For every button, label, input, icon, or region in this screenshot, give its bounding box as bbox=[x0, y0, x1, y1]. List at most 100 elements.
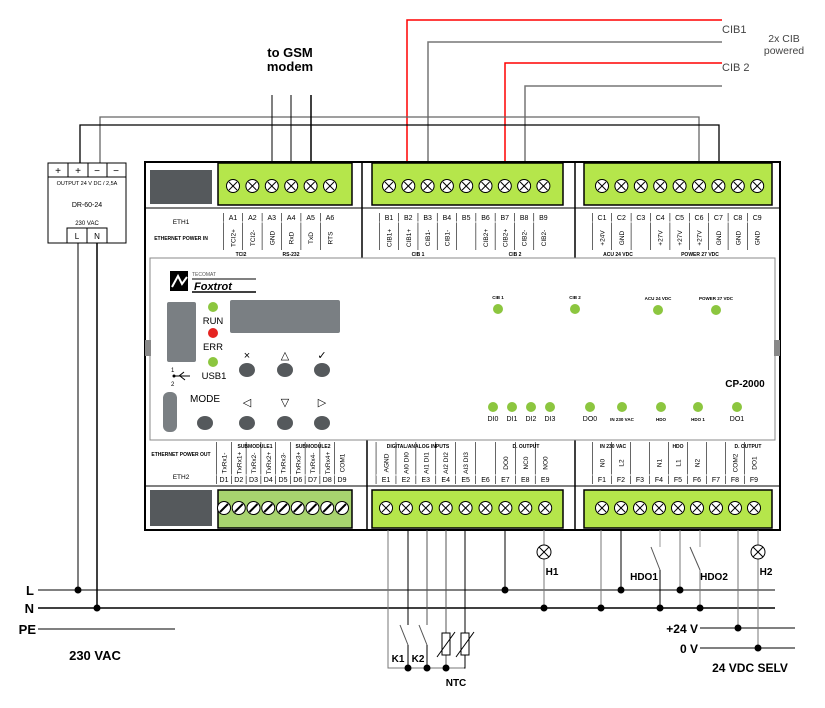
terminal-screw[interactable] bbox=[305, 501, 320, 515]
terminal-screw[interactable] bbox=[538, 501, 553, 515]
terminal-screw[interactable] bbox=[711, 179, 726, 193]
terminal-screw[interactable] bbox=[614, 501, 628, 515]
terminal-screw[interactable] bbox=[335, 501, 349, 515]
status-led bbox=[526, 402, 536, 412]
terminal-screw[interactable] bbox=[418, 501, 433, 515]
pin-function: +27V bbox=[658, 230, 665, 246]
panel-button[interactable] bbox=[314, 416, 330, 430]
terminal-screw[interactable] bbox=[438, 501, 453, 515]
terminal-screw[interactable] bbox=[747, 501, 761, 515]
terminal-screw[interactable] bbox=[290, 501, 305, 515]
terminal-screw[interactable] bbox=[498, 501, 513, 515]
cib-powered-label: 2x CIB bbox=[768, 33, 800, 45]
terminal-screw[interactable] bbox=[439, 179, 454, 193]
pin-label: D5 bbox=[279, 477, 288, 484]
HDO1-label: HDO1 bbox=[630, 572, 658, 583]
psu-terminal: − bbox=[113, 166, 119, 177]
terminal-screw[interactable] bbox=[323, 179, 337, 193]
H2-label: H2 bbox=[760, 567, 773, 578]
pin-label: D1 bbox=[220, 477, 229, 484]
terminal-screw[interactable] bbox=[398, 501, 413, 515]
pin-label: D3 bbox=[249, 477, 258, 484]
terminal-screw[interactable] bbox=[478, 501, 493, 515]
terminal-screw[interactable] bbox=[303, 179, 318, 193]
panel-button[interactable] bbox=[314, 363, 330, 377]
terminal-screw[interactable] bbox=[671, 501, 685, 515]
terminal-screw[interactable] bbox=[231, 501, 246, 515]
terminal-screw[interactable] bbox=[245, 179, 260, 193]
terminal-screw[interactable] bbox=[478, 179, 493, 193]
terminal-screw[interactable] bbox=[517, 179, 532, 193]
mode-label: MODE bbox=[190, 394, 220, 405]
pin-function: TxRx1- bbox=[222, 453, 229, 474]
pin-function: COM1 bbox=[340, 453, 347, 472]
terminal-screw[interactable] bbox=[614, 179, 629, 193]
pin-label: F2 bbox=[617, 477, 625, 484]
terminal-screw[interactable] bbox=[379, 501, 393, 515]
pin-label: F7 bbox=[712, 477, 720, 484]
pin-function: +27V bbox=[697, 230, 704, 246]
terminal-screw[interactable] bbox=[401, 179, 416, 193]
terminal-screw[interactable] bbox=[672, 179, 687, 193]
terminal-screw[interactable] bbox=[217, 501, 231, 515]
pin-function: TxRx4- bbox=[310, 453, 317, 474]
terminal-screw[interactable] bbox=[536, 179, 551, 193]
psu-output-label: OUTPUT 24 V DC / 2,5A bbox=[57, 181, 118, 187]
pin-label: E9 bbox=[541, 477, 550, 484]
terminal-screw[interactable] bbox=[653, 179, 668, 193]
pin-function: +27V bbox=[677, 230, 684, 246]
terminal-screw[interactable] bbox=[595, 501, 609, 515]
terminal-screw[interactable] bbox=[728, 501, 742, 515]
status-led bbox=[711, 305, 721, 315]
psu-terminal: + bbox=[55, 166, 61, 177]
pin-function: L2 bbox=[619, 459, 626, 467]
led-label: HDO 1 bbox=[691, 417, 705, 422]
terminal-screw[interactable] bbox=[320, 501, 335, 515]
cib-wiring bbox=[79, 19, 722, 163]
terminal-screw[interactable] bbox=[276, 501, 290, 515]
PE-label: PE bbox=[19, 622, 37, 637]
panel-button[interactable] bbox=[239, 363, 255, 377]
terminal-screw[interactable] bbox=[633, 501, 647, 515]
led-label: DO1 bbox=[730, 416, 745, 423]
terminal-screw[interactable] bbox=[226, 179, 240, 193]
pin-label: B5 bbox=[462, 215, 471, 222]
terminal-group-label: RS-232 bbox=[283, 252, 300, 258]
terminal-screw[interactable] bbox=[730, 179, 745, 193]
terminal-group-label: CIB 2 bbox=[509, 252, 522, 258]
usb-label: USB1 bbox=[202, 371, 227, 382]
button-symbol: ▽ bbox=[281, 397, 290, 409]
pin-function: AI1 DI1 bbox=[423, 452, 430, 474]
terminal-screw[interactable] bbox=[633, 179, 648, 193]
pin-label: E5 bbox=[461, 477, 470, 484]
terminal-screw[interactable] bbox=[261, 501, 276, 515]
terminal-screw[interactable] bbox=[459, 179, 474, 193]
pin-label: D9 bbox=[338, 477, 347, 484]
pin-function: CIB2- bbox=[522, 230, 529, 247]
terminal-group-label: IN 230 VAC bbox=[600, 444, 627, 450]
terminal-screw[interactable] bbox=[246, 501, 261, 515]
pin-label: C2 bbox=[617, 215, 626, 222]
terminal-screw[interactable] bbox=[458, 501, 473, 515]
svg-text:1: 1 bbox=[171, 368, 175, 374]
panel-button[interactable] bbox=[277, 363, 293, 377]
mode-button[interactable] bbox=[197, 416, 213, 430]
plus24-label: +24 V bbox=[666, 622, 698, 636]
terminal-screw[interactable] bbox=[595, 179, 609, 193]
foxtrot-logo: TECOMAT Foxtrot bbox=[170, 271, 256, 293]
terminal-screw[interactable] bbox=[382, 179, 396, 193]
terminal-screw[interactable] bbox=[709, 501, 723, 515]
panel-button[interactable] bbox=[239, 416, 255, 430]
terminal-screw[interactable] bbox=[420, 179, 435, 193]
terminal-screw[interactable] bbox=[264, 179, 279, 193]
terminal-screw[interactable] bbox=[690, 501, 704, 515]
mode-slot bbox=[163, 392, 177, 432]
terminal-screw[interactable] bbox=[652, 501, 666, 515]
K2-label: K2 bbox=[412, 654, 425, 665]
terminal-screw[interactable] bbox=[497, 179, 512, 193]
terminal-screw[interactable] bbox=[692, 179, 706, 193]
terminal-screw[interactable] bbox=[518, 501, 533, 515]
terminal-screw[interactable] bbox=[284, 179, 299, 193]
terminal-screw[interactable] bbox=[750, 179, 765, 193]
panel-button[interactable] bbox=[277, 416, 293, 430]
